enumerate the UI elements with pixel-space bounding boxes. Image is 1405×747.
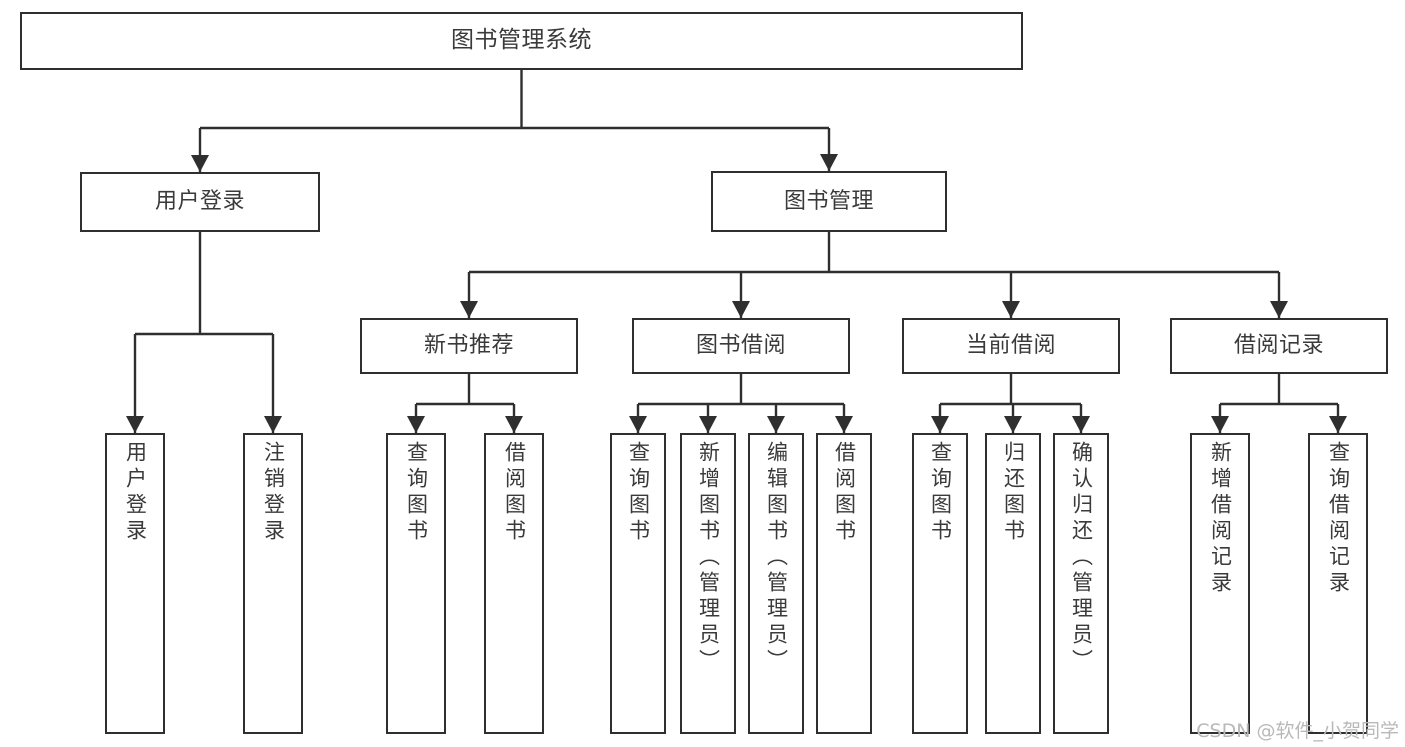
node-leaf-edit-book-admin[interactable]: 编辑图书（管理员） (748, 433, 804, 734)
node-label: 借阅记录 (1233, 333, 1324, 359)
csdn-watermark: CSDN @软件_小贺同学 (1196, 720, 1399, 742)
node-root-system[interactable]: 图书管理系统 (20, 12, 1023, 70)
node-book-management[interactable]: 图书管理 (711, 171, 947, 232)
node-label: 新增图书（管理员） (696, 441, 721, 675)
node-label: 编辑图书（管理员） (764, 441, 789, 675)
node-book-borrowing[interactable]: 图书借阅 (632, 318, 850, 374)
node-label: 查询图书 (404, 441, 429, 545)
node-label: 借阅图书 (832, 441, 857, 545)
node-borrowing-record[interactable]: 借阅记录 (1170, 318, 1388, 374)
node-user-login[interactable]: 用户登录 (80, 172, 320, 232)
node-current-borrowing[interactable]: 当前借阅 (902, 318, 1120, 374)
node-label: 注销登录 (261, 441, 286, 545)
node-label: 确认归还（管理员） (1069, 441, 1094, 675)
node-label: 图书管理系统 (451, 27, 592, 54)
node-label: 查询图书 (928, 441, 953, 545)
node-leaf-borrow-book-2[interactable]: 借阅图书 (816, 433, 872, 734)
node-label: 新书推荐 (423, 333, 514, 359)
node-leaf-return-book[interactable]: 归还图书 (985, 433, 1041, 734)
node-label: 用户登录 (123, 441, 148, 545)
node-leaf-logout[interactable]: 注销登录 (243, 433, 303, 734)
node-label: 图书管理 (783, 188, 874, 214)
node-leaf-query-borrow-record[interactable]: 查询借阅记录 (1308, 433, 1368, 734)
node-leaf-query-book-1[interactable]: 查询图书 (386, 433, 446, 734)
node-label: 归还图书 (1001, 441, 1026, 545)
node-leaf-add-book-admin[interactable]: 新增图书（管理员） (680, 433, 736, 734)
node-new-book-recommendation[interactable]: 新书推荐 (360, 318, 578, 374)
node-label: 查询借阅记录 (1326, 441, 1351, 597)
node-leaf-query-book-3[interactable]: 查询图书 (912, 433, 968, 734)
node-leaf-query-book-2[interactable]: 查询图书 (610, 433, 666, 734)
node-label: 用户登录 (154, 189, 245, 215)
node-leaf-confirm-return-admin[interactable]: 确认归还（管理员） (1053, 433, 1109, 734)
node-leaf-user-login[interactable]: 用户登录 (105, 433, 165, 734)
node-label: 当前借阅 (965, 333, 1056, 359)
node-leaf-borrow-book-1[interactable]: 借阅图书 (484, 433, 544, 734)
node-label: 查询图书 (626, 441, 651, 545)
node-leaf-add-borrow-record[interactable]: 新增借阅记录 (1190, 433, 1250, 734)
node-label: 新增借阅记录 (1208, 441, 1233, 597)
node-label: 借阅图书 (502, 441, 527, 545)
node-label: 图书借阅 (695, 333, 786, 359)
